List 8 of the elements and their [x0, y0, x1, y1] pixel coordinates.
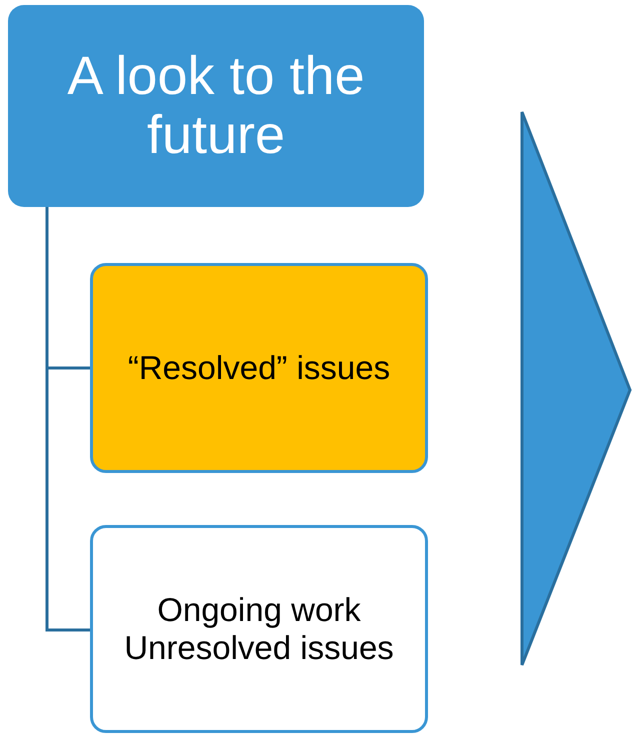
- connector-line: [46, 207, 90, 632]
- box-text: “Resolved” issues: [128, 349, 390, 387]
- box-text: A look to the future: [66, 46, 366, 166]
- box-text: Ongoing work: [157, 591, 361, 629]
- text-box: [90, 263, 428, 473]
- text-box: [90, 525, 428, 733]
- text-box: [8, 5, 424, 207]
- box-text: Unresolved issues: [124, 629, 394, 667]
